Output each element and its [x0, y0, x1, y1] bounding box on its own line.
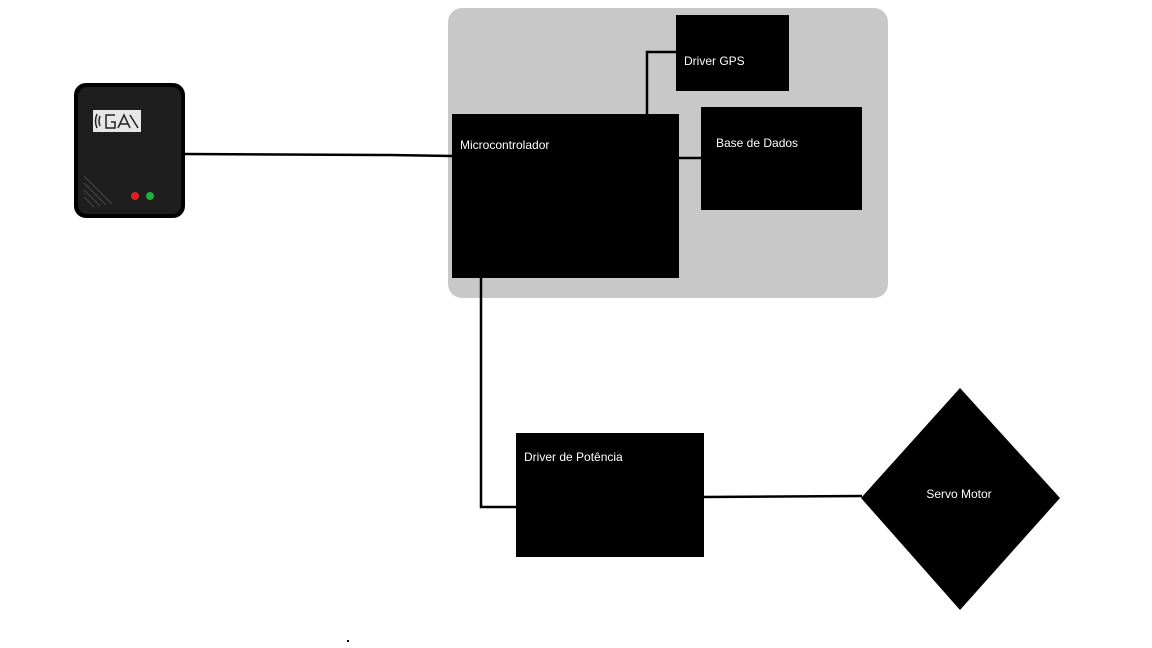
microcontroller-block	[452, 114, 679, 278]
microcontroller-label: Microcontrolador	[460, 138, 549, 152]
connector-microcontroller-to-gps	[645, 50, 677, 114]
gps-driver-block	[676, 15, 789, 91]
led-red-icon	[131, 192, 139, 200]
rfid-reader-device-icon	[74, 83, 185, 218]
node-database: Base de Dados	[701, 107, 862, 210]
led-green-icon	[146, 192, 154, 200]
servo-motor-diamond	[861, 388, 1060, 610]
connector-power-driver-to-servo	[703, 494, 863, 499]
connector-rfid-to-microcontroller	[183, 152, 453, 158]
node-power-driver: Driver de Potência	[516, 433, 704, 557]
node-gps-driver: Driver GPS	[676, 15, 789, 91]
database-block	[701, 107, 862, 210]
power-driver-label: Driver de Potência	[524, 450, 623, 464]
connector-microcontroller-to-power-driver	[479, 278, 517, 509]
connectors	[183, 50, 863, 509]
device-logo-mark	[94, 113, 139, 129]
gps-driver-label: Driver GPS	[684, 54, 745, 68]
database-label: Base de Dados	[716, 136, 798, 150]
device-grip-lines	[83, 175, 113, 208]
device-body	[78, 87, 181, 214]
node-servo-motor: Servo Motor	[861, 388, 1060, 610]
node-microcontroller: Microcontrolador	[452, 114, 679, 278]
stray-dot	[347, 640, 349, 642]
power-driver-block	[516, 433, 704, 557]
servo-motor-label: Servo Motor	[926, 487, 991, 501]
